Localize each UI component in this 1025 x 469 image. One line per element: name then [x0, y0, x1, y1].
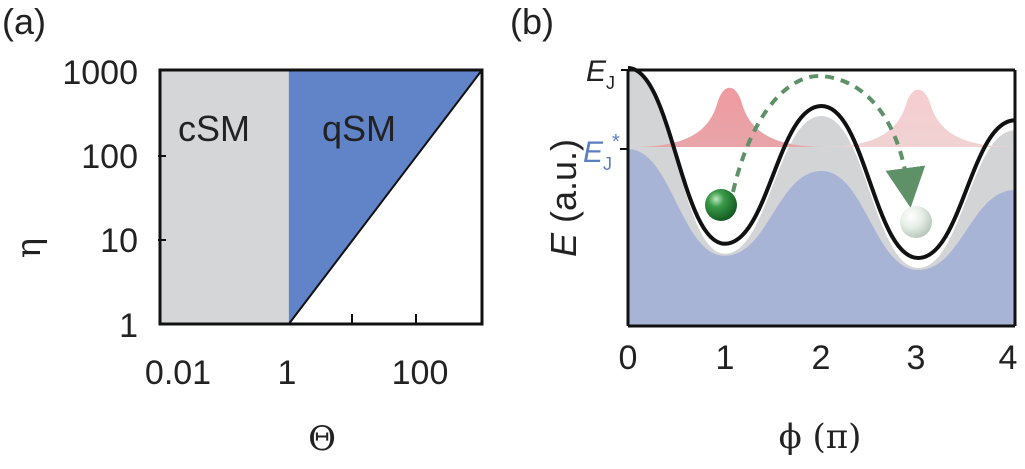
blue-energy-fill — [628, 149, 1015, 326]
b-x-tick-4: 4 — [999, 339, 1018, 377]
b-x-tick-1: 1 — [716, 339, 735, 377]
y-axis-label: η — [9, 238, 49, 258]
wavefunction-right — [818, 89, 1019, 147]
b-x-tick-3: 3 — [907, 339, 926, 377]
panel-a: (a) cSM qSM 1000 100 10 1 0.01 1 100 η Θ — [2, 1, 484, 459]
region-csm-label: cSM — [178, 108, 250, 149]
wavefunction-left — [629, 87, 830, 147]
x-tick-100: 100 — [392, 354, 449, 392]
region-qsm-label: qSM — [322, 108, 396, 149]
panel-b-label: (b) — [510, 1, 554, 42]
x-axis-label: Θ — [308, 419, 336, 459]
y-tick-100: 100 — [81, 138, 138, 176]
b-y-axis-label: E (a.u.) — [543, 139, 584, 257]
green-particle — [705, 189, 737, 221]
tunneling-arrow — [731, 73, 926, 208]
x-tick-0.01: 0.01 — [145, 354, 211, 392]
boundary-line — [288, 69, 483, 325]
y-tick-1000: 1000 — [62, 54, 138, 92]
b-x-axis-label: ϕ (π) — [779, 417, 862, 457]
white-particle — [900, 206, 932, 238]
potential-curve — [627, 66, 1016, 261]
panel-b: (b) EJ EJ* E (a.u.) 0 1 2 — [510, 1, 1019, 457]
ejstar-label: EJ* — [583, 131, 620, 174]
panel-a-label: (a) — [2, 1, 46, 42]
b-x-tick-2: 2 — [812, 339, 831, 377]
b-x-tick-0: 0 — [619, 339, 638, 377]
y-tick-10: 10 — [100, 222, 138, 260]
y-tick-1: 1 — [119, 307, 138, 345]
region-csm — [160, 70, 289, 324]
x-tick-1: 1 — [278, 354, 297, 392]
plot-a-frame — [158, 68, 484, 326]
ej-label: EJ — [586, 55, 615, 93]
